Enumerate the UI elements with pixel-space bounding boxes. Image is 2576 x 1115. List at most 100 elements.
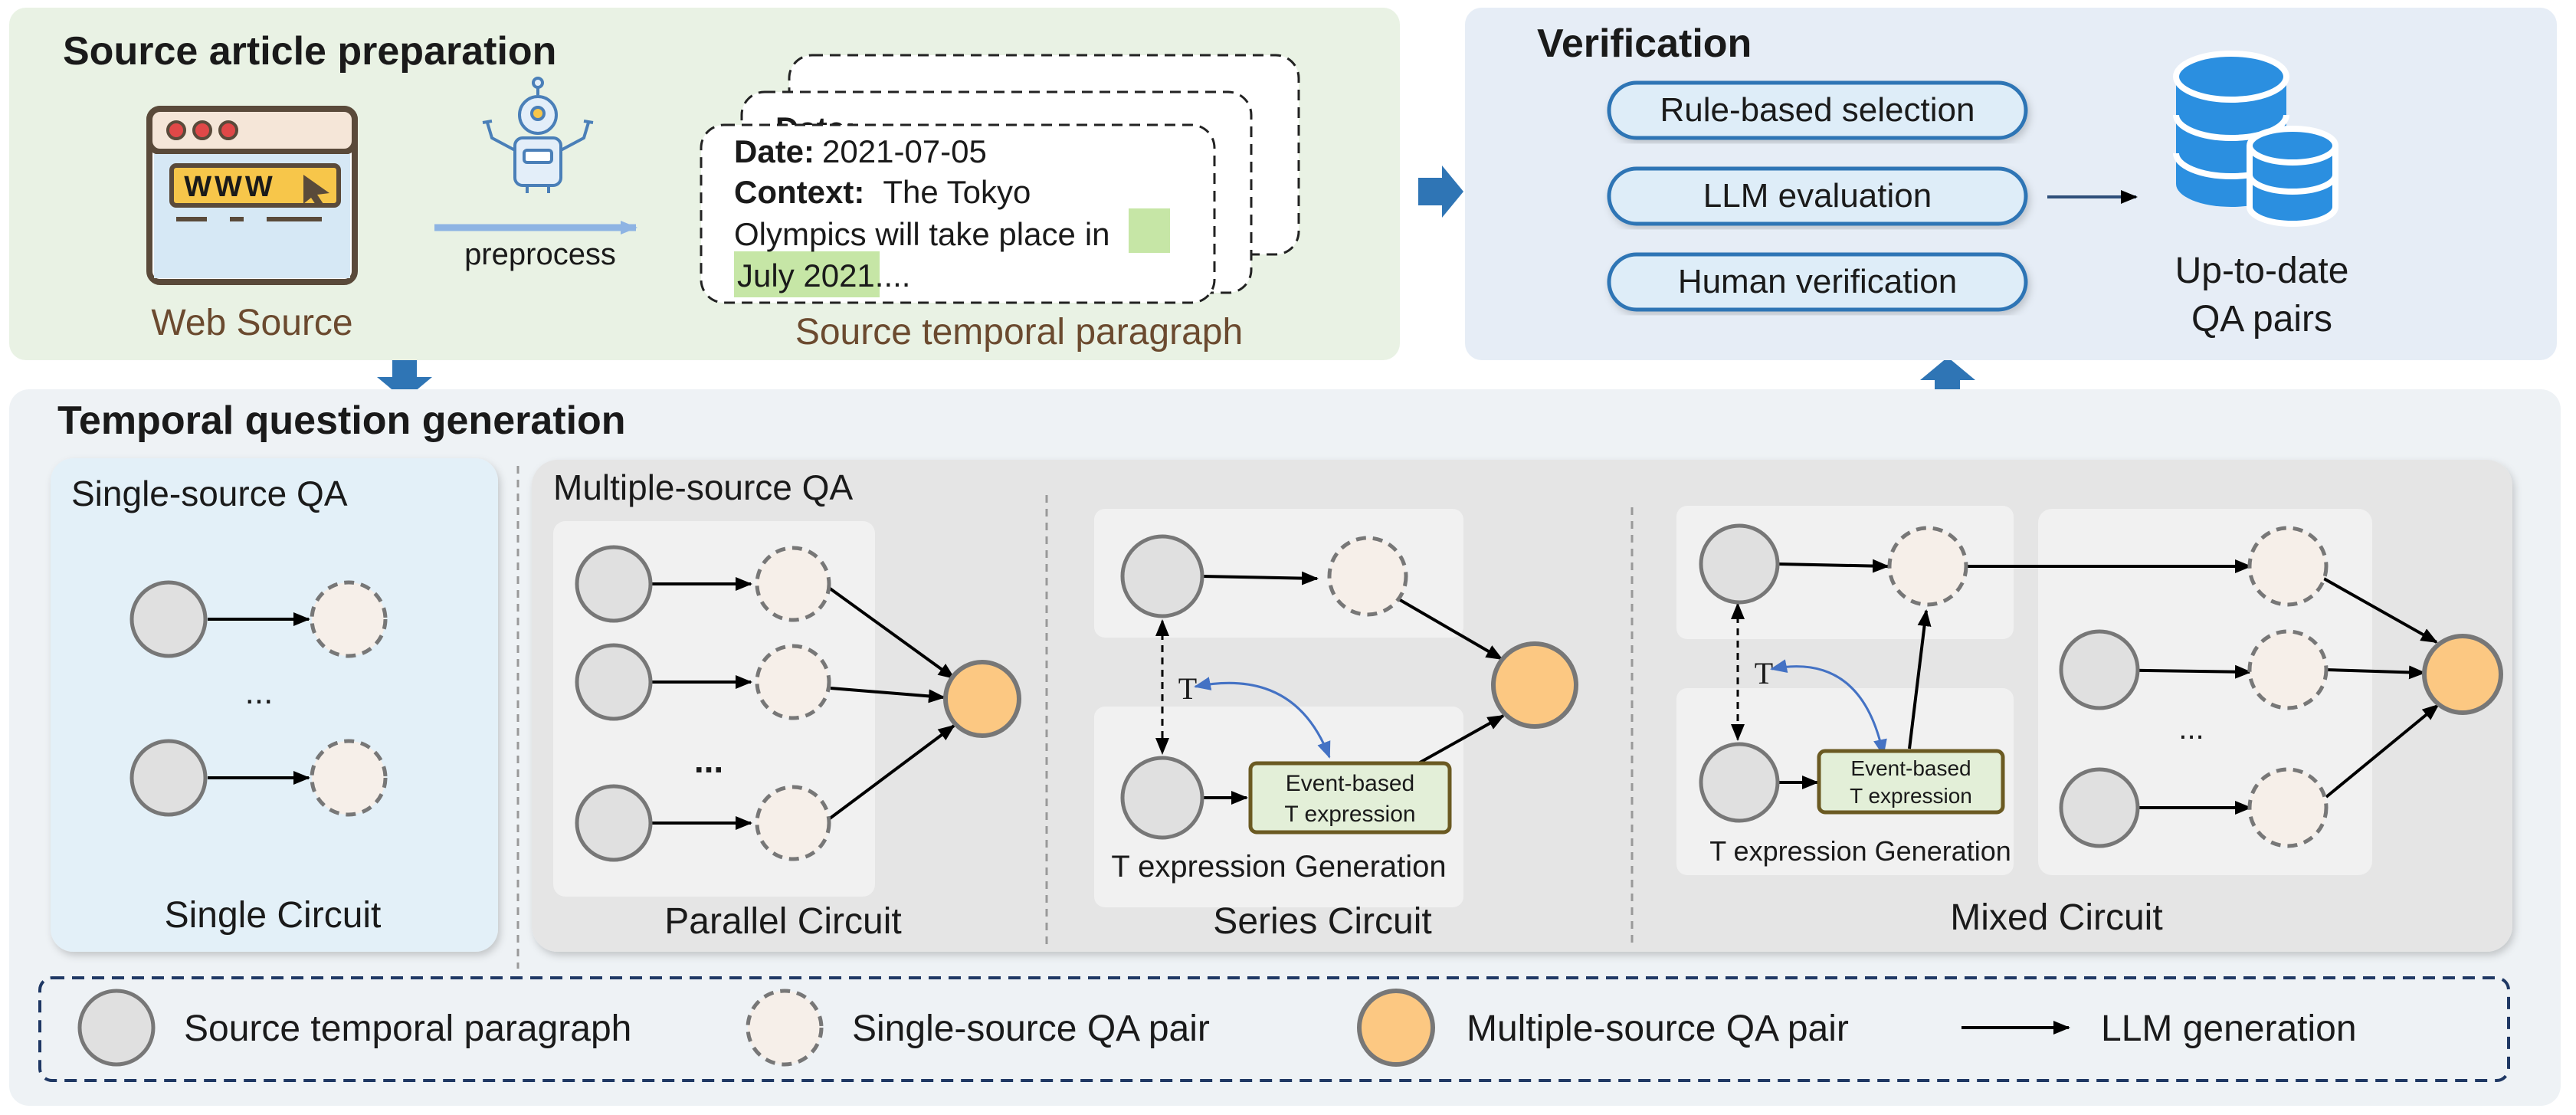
verification-panel: Verification Rule-based selection LLM ev…: [1465, 8, 2557, 360]
mixed-qa-node-4: [2247, 767, 2329, 848]
verify-step-rule: [1607, 80, 2028, 140]
mixed-arrow-1: [1778, 559, 1889, 573]
series-event-line2: T expression: [1284, 802, 1415, 827]
single-source-node-2: [129, 739, 208, 817]
arrow-tqg-to-verification: [1920, 357, 1975, 395]
legend-single-swatch: [746, 989, 824, 1067]
mixed-source-node-3: [2059, 629, 2140, 710]
card-date-line: Date:2021-07-05: [734, 133, 987, 169]
series-arrow-1: [1201, 571, 1319, 585]
mixed-arrow-7: [2316, 573, 2438, 644]
legend-source-label: Source temporal paragraph: [184, 1008, 631, 1049]
card-context-text2: Olympics will take place: [734, 216, 1076, 252]
series-qa-node: [1327, 536, 1408, 617]
card-context-line1: Context: The Tokyo: [734, 174, 1031, 210]
output-line2: QA pairs: [2191, 299, 2332, 339]
single-circuit-caption: Single Circuit: [165, 895, 382, 936]
series-t-expr-label: T expression Generation: [1111, 850, 1446, 884]
series-multi-qa-node: [1491, 641, 1578, 729]
legend-arrow-label: LLM generation: [2101, 1008, 2357, 1049]
mixed-event-box: [1817, 749, 2005, 815]
mixed-source-node-4: [2059, 767, 2140, 848]
series-source-node-2: [1120, 756, 1204, 840]
mixed-source-node-1: [1699, 523, 1780, 605]
preprocess-label: preprocess: [464, 238, 616, 271]
card-highlight-in: in: [1085, 216, 1110, 252]
card-context-line3: July 2021....: [737, 257, 910, 294]
parallel-arrow-6: [822, 724, 955, 825]
source-paragraph-stack: Date: Date:2021-07-05 Context:The Tokyo …: [700, 54, 1300, 304]
database-icon: [2173, 51, 2338, 227]
parallel-circuit-caption: Parallel Circuit: [664, 901, 901, 942]
verify-step-llm: [1607, 166, 2028, 226]
verify-step-human: [1607, 252, 2028, 312]
parallel-qa-node-1: [755, 546, 831, 622]
mixed-qa-node-3: [2247, 629, 2329, 710]
card-context-key: Context:: [734, 174, 864, 210]
single-source-title: Single-source QA: [71, 474, 348, 513]
parallel-qa-node-2: [755, 644, 831, 720]
arrow-to-tqg: [377, 360, 432, 400]
parallel-source-node-1: [575, 545, 653, 623]
tqg-title: Temporal question generation: [57, 398, 626, 443]
multiple-source-title: Multiple-source QA: [553, 467, 853, 507]
single-source-panel: [51, 458, 498, 952]
mixed-ellipsis: ...: [2178, 712, 2204, 746]
source-prep-panel: Source article preparation WWW Web Sourc…: [9, 8, 1400, 360]
mixed-event-line1: Event-based: [1850, 756, 1971, 780]
card-context-text1: The Tokyo: [883, 174, 1031, 210]
legend-multi-label: Multiple-source QA pair: [1467, 1008, 1849, 1049]
legend-multi-swatch: [1357, 989, 1435, 1067]
legend-single-label: Single-source QA pair: [852, 1008, 1210, 1049]
mixed-source-node-2: [1699, 742, 1780, 823]
verify-step-rule-label: Rule-based selection: [1660, 91, 1975, 129]
parallel-ellipsis: ...: [694, 740, 723, 780]
legend: Source temporal paragraph Single-source …: [38, 976, 2510, 1082]
legend-source-swatch: [77, 989, 156, 1067]
mixed-circuit-caption: Mixed Circuit: [1950, 897, 2162, 938]
series-source-node-1: [1120, 534, 1204, 618]
verify-step-human-label: Human verification: [1678, 263, 1957, 300]
single-ellipsis: ...: [245, 674, 274, 711]
card-highlight-date: July 2021: [737, 257, 875, 294]
source-card-caption: Source temporal paragraph: [795, 312, 1243, 353]
mixed-arrow-9: [2325, 703, 2440, 799]
robot-icon: [482, 77, 594, 193]
card-date-value: 2021-07-05: [822, 133, 987, 169]
output-line1: Up-to-date: [2175, 251, 2349, 291]
single-qa-node-2: [310, 739, 388, 817]
series-event-box: [1248, 761, 1452, 835]
series-t-symbol: T: [1178, 671, 1197, 706]
verify-step-llm-label: LLM evaluation: [1703, 177, 1932, 215]
mixed-qa-node-2: [2247, 526, 2329, 607]
web-browser-icon: WWW: [146, 106, 358, 285]
arrow-to-verification: [1418, 166, 1463, 218]
mixed-event-line2: T expression: [1850, 784, 1972, 808]
mixed-arrow-8: [2325, 665, 2426, 680]
mixed-blue-link: [1770, 659, 1887, 756]
mixed-t-expr-label: T expression Generation: [1709, 835, 2011, 867]
verification-title: Verification: [1537, 21, 1752, 66]
card-date-key: Date:: [734, 133, 814, 169]
mixed-arrow-4: [1908, 609, 1932, 749]
mixed-multi-qa-node: [2422, 634, 2503, 715]
parallel-qa-node-3: [755, 785, 831, 861]
web-source-label: Web Source: [151, 303, 352, 343]
series-event-line1: Event-based: [1286, 771, 1414, 796]
browser-www-text: WWW: [184, 171, 276, 203]
parallel-arrow-5: [830, 687, 946, 703]
source-prep-title: Source article preparation: [63, 29, 556, 74]
card-context-tail: ....: [875, 257, 911, 294]
parallel-arrow-4: [822, 582, 955, 680]
parallel-multi-qa-node: [943, 660, 1021, 738]
mixed-qa-node-1: [1887, 526, 1968, 607]
single-source-node-1: [129, 580, 208, 658]
series-arrow-2: [1381, 589, 1503, 661]
mixed-t-symbol: T: [1755, 656, 1773, 690]
parallel-source-node-3: [575, 784, 653, 862]
parallel-source-node-2: [575, 643, 653, 721]
single-qa-node-1: [310, 580, 388, 658]
tqg-panel: Temporal question generation Single-sour…: [9, 389, 2561, 1106]
